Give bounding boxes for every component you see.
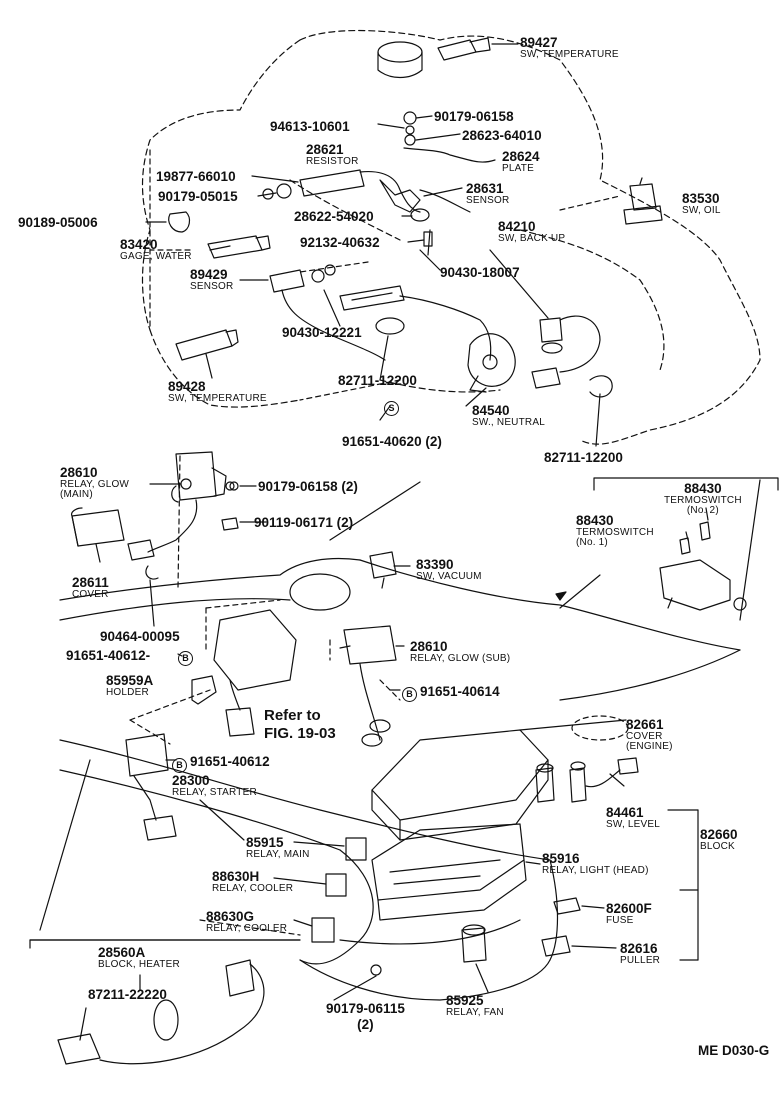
label-82711-a: 82711-12200 [338, 373, 417, 388]
label-84461: 84461 SW, LEVEL [606, 805, 661, 830]
label-90189: 90189-05006 [18, 215, 98, 230]
label-90430-12221: 90430-12221 [282, 325, 362, 340]
label-91651-40612-a: 91651-40612- [66, 648, 151, 663]
label-92132: 92132-40632 [300, 235, 380, 250]
label-90179-06158-2: 90179-06158 (2) [258, 479, 358, 494]
nut-drawing [229, 481, 239, 491]
leader-lines [39, 115, 761, 1041]
label-83420: 83420 GAGE, WATER [120, 237, 192, 262]
temperature-switch-89427-drawing [437, 37, 519, 61]
label-82660: 82660 BLOCK [700, 827, 738, 852]
arrow-drawing [555, 591, 567, 601]
label-82616: 82616 PULLER [620, 941, 661, 966]
label-90179-06115: 90179-06115 (2) [326, 1001, 405, 1032]
backup-switch-drawing [531, 315, 613, 398]
glow-relay-sub-drawing [339, 625, 397, 747]
label-90464: 90464-00095 [100, 629, 180, 644]
label-82600f: 82600F FUSE [606, 901, 652, 926]
label-88430-no2: 88430 TERMOSWITCH (No. 2) [664, 481, 742, 516]
holder-drawing [191, 675, 217, 705]
label-28624: 28624 PLATE [502, 149, 540, 174]
label-90430-18007: 90430-18007 [440, 265, 520, 280]
label-90179-06158-top: 90179-06158 [434, 109, 514, 124]
label-85916: 85916 RELAY, LIGHT (HEAD) [542, 851, 649, 876]
label-89428: 89428 SW, TEMPERATURE [168, 379, 267, 404]
label-85915: 85915 RELAY, MAIN [246, 835, 310, 860]
fig-19-03-block-drawing [213, 609, 297, 737]
level-switch-drawing [569, 757, 639, 803]
label-88630h: 88630H RELAY, COOLER [212, 869, 294, 894]
label-91651-40612-b: 91651-40612 [190, 754, 270, 769]
glow-relay-main-drawing [127, 451, 239, 561]
label-91651-40614: 91651-40614 [420, 684, 500, 699]
cover-28611-drawing [71, 507, 125, 547]
label-91651-40620: 91651-40620 (2) [342, 434, 442, 449]
engine-outline [141, 29, 761, 445]
label-88630g: 88630G RELAY, COOLER [206, 909, 288, 934]
mark-b-2: B [402, 684, 417, 702]
thermoswitch-frame [593, 477, 779, 491]
neutral-switch-drawing [467, 333, 516, 393]
label-94613: 94613-10601 [270, 119, 350, 134]
label-28611: 28611 COVER [72, 575, 109, 600]
label-82711-b: 82711-12200 [544, 450, 623, 465]
mark-b-3: B [172, 755, 187, 773]
label-83390: 83390 SW, VACUUM [416, 557, 482, 582]
label-90119: 90119-06171 (2) [254, 515, 354, 530]
label-85959a: 85959A HOLDER [106, 673, 154, 698]
label-84210: 84210 SW, BACK UP [498, 219, 566, 244]
harness-center-drawing [339, 285, 492, 361]
mark-s: S [384, 398, 399, 416]
label-28300: 28300 RELAY, STARTER [172, 773, 257, 798]
label-84540: 84540 SW., NEUTRAL [472, 403, 545, 428]
refer-to-label: Refer to FIG. 19-03 [264, 707, 336, 742]
heater-block-drawing [57, 959, 265, 1065]
relay-block-drawing [371, 823, 527, 921]
label-28631: 28631 SENSOR [466, 181, 510, 206]
temperature-switch-89428-drawing [175, 329, 239, 361]
mark-b-1: B [178, 648, 193, 666]
label-82661: 82661 COVER (ENGINE) [626, 717, 673, 752]
sensor-89429-drawing [269, 264, 386, 361]
label-90179-05015: 90179-05015 [158, 189, 238, 204]
drawing-code: ME D030-G [698, 1043, 770, 1058]
vacuum-switch-drawing [369, 551, 397, 589]
label-87211: 87211-22220 [88, 987, 167, 1002]
label-28621: 28621 RESISTOR [306, 142, 359, 167]
label-83530: 83530 SW, OIL [682, 191, 721, 216]
water-gage-drawing [168, 211, 271, 259]
label-88430-no1: 88430 TERMOSWITCH (No. 1) [576, 513, 654, 548]
label-28623: 28623-64010 [462, 128, 542, 143]
label-85925: 85925 RELAY, FAN [446, 993, 504, 1018]
fuse-puller-drawing [541, 897, 581, 957]
label-28610-sub: 28610 RELAY, GLOW (SUB) [410, 639, 511, 664]
small-relays-drawing [311, 763, 555, 976]
oil-switch-drawing [623, 177, 663, 225]
label-89427: 89427 SW, TEMPERATURE [520, 35, 619, 60]
label-28610-main: 28610 RELAY, GLOW (MAIN) [60, 465, 130, 500]
radiator-cap-drawing [377, 41, 423, 79]
label-28560a: 28560A BLOCK, HEATER [98, 945, 180, 970]
thermoswitch-cluster-drawing [659, 521, 747, 611]
label-89429: 89429 SENSOR [190, 267, 234, 292]
clip-drawing [145, 565, 159, 580]
engine-bay-outline [59, 557, 741, 1001]
label-19877: 19877-66010 [156, 169, 236, 184]
starter-relay-drawing [125, 733, 177, 841]
engine-cover-drawing [371, 715, 629, 841]
label-28622: 28622-54020 [294, 209, 374, 224]
dash-lines [129, 149, 621, 936]
